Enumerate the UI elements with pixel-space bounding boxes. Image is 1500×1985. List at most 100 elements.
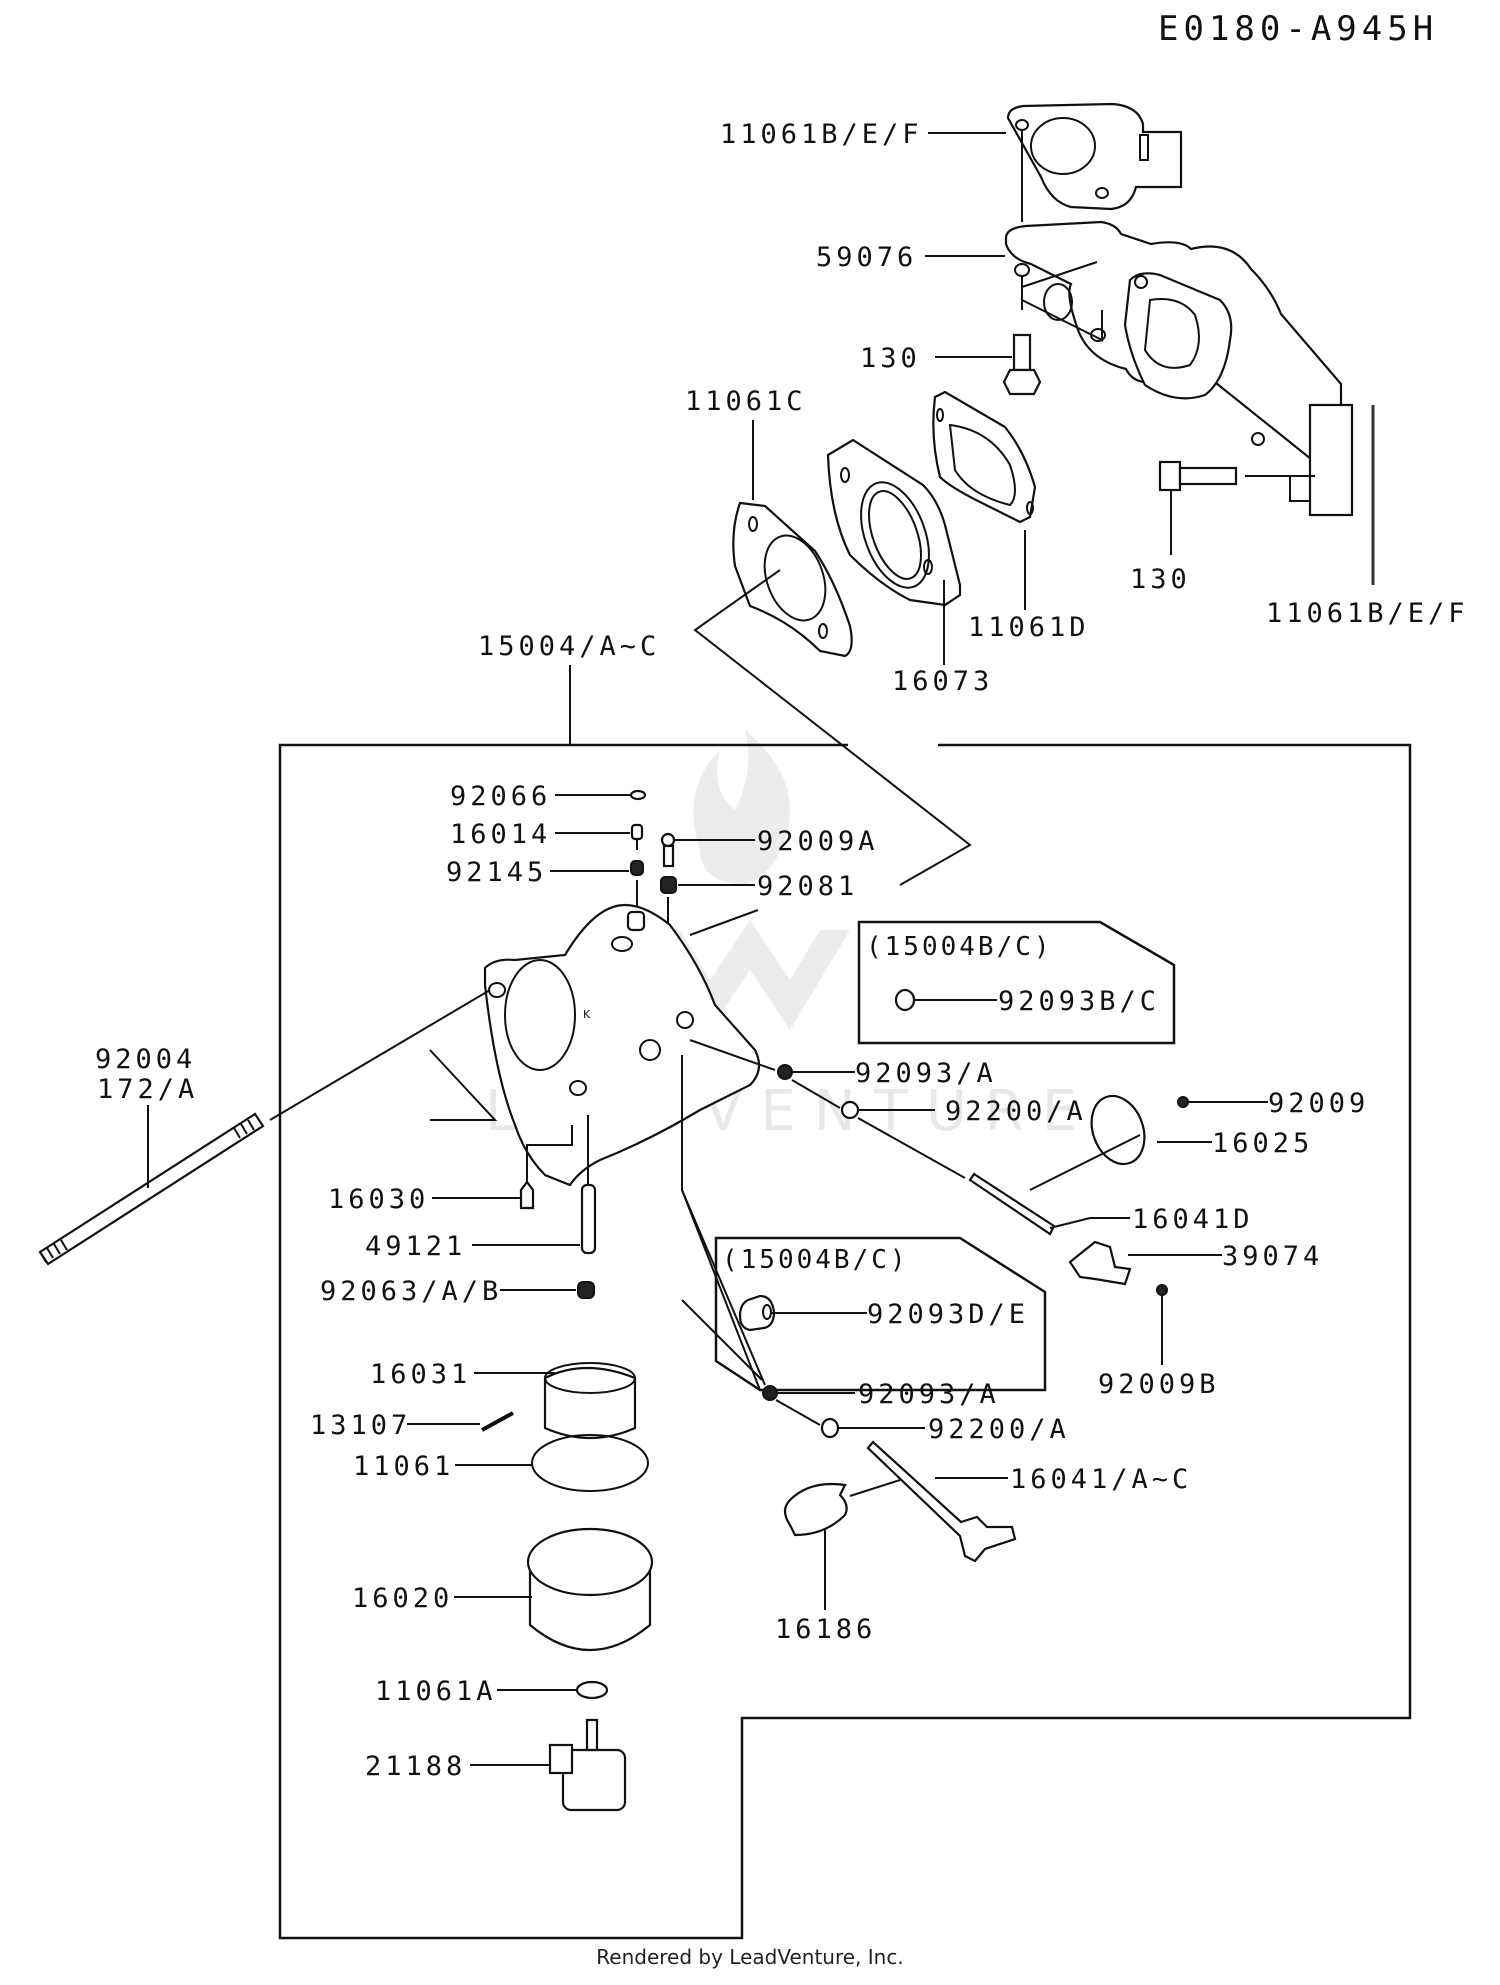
callout-16020[interactable]: 16020 <box>352 1583 453 1614</box>
choke-shaft-part[interactable] <box>866 1440 1017 1563</box>
callout-16186[interactable]: 16186 <box>775 1614 876 1645</box>
bolt-upper-part[interactable] <box>1002 368 1042 396</box>
callout-92145[interactable]: 92145 <box>446 857 547 888</box>
float-bowl-rim <box>526 1527 654 1597</box>
leader-line <box>681 1189 766 1386</box>
callout-11061bef-right[interactable]: 11061B/E/F <box>1266 598 1469 629</box>
washer-92200a-lower-part[interactable] <box>820 1417 840 1439</box>
gasket-d-hole <box>1026 501 1034 515</box>
callout-92009a[interactable]: 92009A <box>757 826 879 857</box>
bolt-upper-shank <box>1012 333 1032 372</box>
callout-13107[interactable]: 13107 <box>310 1410 411 1441</box>
float-part[interactable] <box>543 1366 637 1440</box>
callout-92063-a-b[interactable]: 92063/A/B <box>320 1276 502 1307</box>
callout-172-a[interactable]: 172/A <box>97 1074 198 1105</box>
callout-92009b[interactable]: 92009B <box>1098 1369 1220 1400</box>
variant-box-1-title: (15004B/C) <box>866 932 1053 962</box>
leader-line <box>269 989 491 1121</box>
leader-line <box>1245 475 1315 502</box>
callout-11061a[interactable]: 11061A <box>375 1676 497 1707</box>
float-top <box>544 1362 636 1394</box>
leader-line <box>1029 1134 1141 1191</box>
callout-92093d-e[interactable]: 92093D/E <box>867 1299 1029 1330</box>
leader-line <box>693 569 972 886</box>
gasket-c-port <box>763 534 827 622</box>
callout-49121[interactable]: 49121 <box>365 1231 466 1262</box>
screw-92009-part[interactable] <box>1177 1096 1189 1108</box>
callout-11061[interactable]: 11061 <box>353 1451 454 1482</box>
bolt-lower-shank <box>1178 466 1238 486</box>
callout-16041-a-c[interactable]: 16041/A~C <box>1010 1464 1192 1495</box>
carb-mount-hole <box>569 1080 587 1096</box>
callout-16025[interactable]: 16025 <box>1212 1128 1313 1159</box>
spring-92081-part[interactable] <box>660 876 677 894</box>
callout-92081[interactable]: 92081 <box>757 871 858 902</box>
manifold-outlet <box>1308 403 1354 517</box>
callout-130-upper[interactable]: 130 <box>860 343 921 374</box>
callout-11061c[interactable]: 11061C <box>685 386 807 417</box>
callout-11061bef-top[interactable]: 11061B/E/F <box>720 119 923 150</box>
callout-16041d[interactable]: 16041D <box>1132 1204 1254 1235</box>
callout-59076[interactable]: 59076 <box>816 242 917 273</box>
callout-92093a-upper[interactable]: 92093/A <box>855 1058 997 1089</box>
lever-39074-part[interactable] <box>1068 1240 1132 1286</box>
bolt-lower-head[interactable] <box>1158 460 1182 492</box>
solenoid-part[interactable] <box>548 1718 627 1812</box>
leader-line <box>775 1399 821 1426</box>
washer-92200a-upper-part[interactable] <box>840 1100 860 1120</box>
callout-11061d[interactable]: 11061D <box>968 612 1090 643</box>
carb-shaft-boss <box>639 1039 661 1061</box>
carburetor-assembly-frame <box>278 743 1412 1940</box>
leader-line <box>689 1039 776 1071</box>
gasket-11061a-part[interactable] <box>575 1680 609 1700</box>
callout-21188[interactable]: 21188 <box>365 1751 466 1782</box>
callout-92200a-upper[interactable]: 92200/A <box>945 1096 1087 1127</box>
seal-92093de-part[interactable] <box>738 1294 776 1332</box>
gasket-d-part[interactable] <box>932 390 1037 524</box>
leader-line <box>1049 1217 1091 1229</box>
callout-16014[interactable]: 16014 <box>450 819 551 850</box>
gasket-c-part[interactable] <box>732 501 853 658</box>
gasket-c-hole <box>748 516 758 532</box>
screw-92009b-part[interactable] <box>1156 1284 1168 1296</box>
insulator-part[interactable] <box>826 438 962 607</box>
manifold-boss <box>1043 283 1073 321</box>
screw-92009a-part[interactable] <box>660 832 676 848</box>
callout-16031[interactable]: 16031 <box>370 1359 471 1390</box>
solenoid-connector <box>548 1743 574 1775</box>
seal-92093a-upper-part[interactable] <box>777 1064 793 1080</box>
callout-92093b-c[interactable]: 92093B/C <box>998 986 1160 1017</box>
callout-16073[interactable]: 16073 <box>892 666 993 697</box>
callout-16030[interactable]: 16030 <box>328 1184 429 1215</box>
callout-130-lower[interactable]: 130 <box>1130 564 1191 595</box>
callout-39074[interactable]: 39074 <box>1222 1241 1323 1272</box>
choke-valve-part[interactable] <box>783 1482 848 1537</box>
callout-92004[interactable]: 92004 <box>95 1044 196 1075</box>
main-jet-part[interactable] <box>519 1180 535 1210</box>
pin-part[interactable] <box>481 1411 514 1432</box>
plug-92063-part[interactable] <box>577 1281 595 1299</box>
stud-part[interactable] <box>38 1112 265 1266</box>
bowl-gasket-part[interactable] <box>531 1434 649 1492</box>
throttle-valve-part[interactable] <box>1083 1089 1154 1172</box>
manifold-hole <box>1014 263 1030 277</box>
seal-92093bc-part[interactable] <box>894 988 916 1012</box>
callout-92093a-lower[interactable]: 92093/A <box>858 1379 1000 1410</box>
variant-box-1 <box>857 920 1176 1045</box>
callout-15004-a-c[interactable]: 15004/A~C <box>478 631 660 662</box>
insulator-hole <box>923 559 933 575</box>
pilot-jet-part[interactable] <box>630 823 644 841</box>
throttle-shaft-part[interactable] <box>968 1172 1056 1236</box>
carburetor-body-part[interactable]: K <box>483 903 761 1187</box>
carb-port <box>611 936 633 952</box>
nozzle-part[interactable] <box>580 1183 597 1255</box>
seal-92093a-lower-part[interactable] <box>762 1385 778 1401</box>
gasket-top-part[interactable] <box>1006 102 1183 211</box>
callout-92066[interactable]: 92066 <box>450 781 551 812</box>
carb-pilot-boss <box>626 910 646 932</box>
spring-92145-part[interactable] <box>630 860 644 876</box>
insulator-hole <box>840 467 850 483</box>
callout-92009[interactable]: 92009 <box>1268 1088 1369 1119</box>
callout-92200a-lower[interactable]: 92200/A <box>928 1414 1070 1445</box>
plug-92066-part[interactable] <box>629 789 647 801</box>
